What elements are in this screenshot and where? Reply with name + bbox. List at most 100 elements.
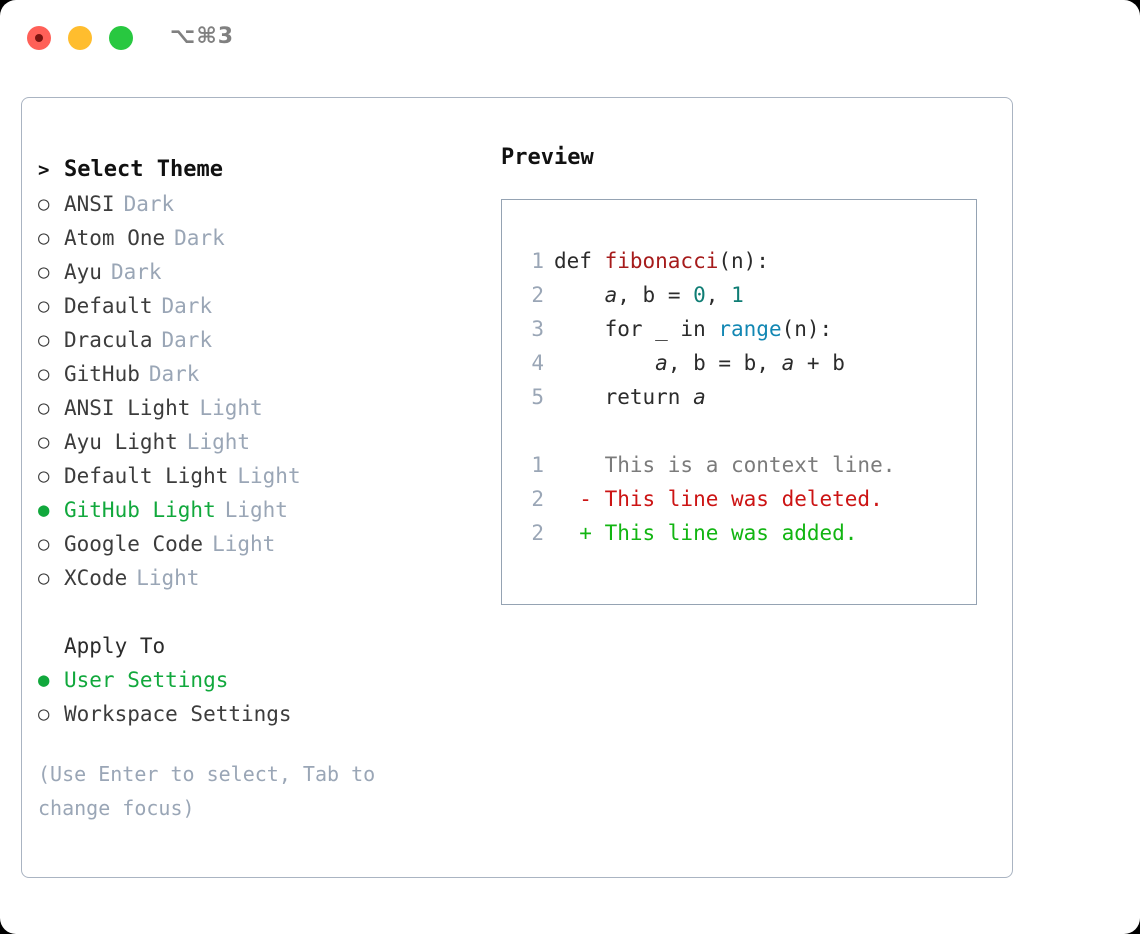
code-token: + b: [794, 351, 845, 375]
minimize-button[interactable]: [68, 26, 92, 50]
theme-name-label: Default: [64, 294, 153, 318]
theme-name-label: Default Light: [64, 464, 229, 488]
theme-name-label: GitHub Light: [64, 498, 216, 522]
theme-name-label: Ayu: [64, 260, 102, 284]
radio-unselected-icon: ○: [38, 397, 50, 419]
code-token: return: [554, 385, 694, 409]
apply-to-option[interactable]: ● User Settings: [38, 663, 478, 697]
theme-variant-badge: Light: [136, 566, 200, 590]
code-token: a: [781, 351, 795, 375]
code-token: range: [718, 317, 782, 341]
radio-unselected-icon: ○: [38, 227, 50, 249]
theme-list-item[interactable]: ○ Ayu Dark: [38, 255, 478, 289]
code-token: , b = b,: [667, 351, 782, 375]
theme-name-label: ANSI: [64, 192, 115, 216]
radio-unselected-icon: ○: [38, 533, 50, 555]
theme-list-item[interactable]: ○ Dracula Dark: [38, 323, 478, 357]
radio-unselected-icon: ○: [38, 465, 50, 487]
theme-list-item[interactable]: ○ XCode Light: [38, 561, 478, 595]
theme-variant-badge: Light: [237, 464, 301, 488]
code-line: 5 return a: [520, 380, 970, 414]
theme-list-item[interactable]: ○ Default Dark: [38, 289, 478, 323]
code-token: (n):: [781, 317, 833, 341]
diff-sample: 1 This is a context line.2 - This line w…: [520, 448, 970, 550]
theme-name-label: ANSI Light: [64, 396, 191, 420]
radio-unselected-icon: ○: [38, 431, 50, 453]
code-token: [554, 283, 605, 307]
theme-variant-badge: Dark: [148, 362, 200, 386]
theme-variant-badge: Dark: [110, 260, 162, 284]
line-number: 1: [531, 249, 544, 273]
diff-line: 2 - This line was deleted.: [520, 482, 970, 516]
radio-unselected-icon: ○: [38, 363, 50, 385]
code-token: 0: [693, 283, 706, 307]
diff-line: 2 + This line was added.: [520, 516, 970, 550]
keyboard-hint-text: (Use Enter to select, Tab to change focu…: [38, 762, 376, 820]
keyboard-shortcut-label: ⌥⌘3: [170, 24, 235, 49]
code-token: def: [554, 249, 605, 273]
code-token: ,: [705, 283, 732, 307]
theme-variant-badge: Dark: [161, 328, 213, 352]
code-token: fibonacci: [604, 249, 719, 273]
code-token: =: [655, 283, 694, 307]
code-token: ,: [617, 283, 643, 307]
theme-name-label: Google Code: [64, 532, 204, 556]
code-token: a: [604, 283, 618, 307]
theme-variant-badge: Dark: [161, 294, 213, 318]
theme-variant-badge: Dark: [174, 226, 225, 250]
code-token: a: [693, 385, 706, 409]
diff-text: + This line was added.: [554, 521, 858, 545]
theme-name-label: Dracula: [64, 328, 153, 352]
theme-variant-badge: Dark: [123, 192, 175, 216]
code-line: 2 a, b = 0, 1: [520, 278, 970, 312]
theme-variant-badge: Light: [199, 396, 263, 420]
radio-unselected-icon: ○: [38, 261, 50, 283]
radio-selected-icon: ●: [38, 499, 50, 521]
code-token: for _ in: [554, 317, 719, 341]
radio-selected-icon: ●: [38, 669, 50, 691]
radio-unselected-icon: ○: [38, 193, 50, 215]
close-button[interactable]: [27, 26, 51, 50]
traffic-lights: [27, 26, 133, 50]
apply-to-label: Workspace Settings: [64, 702, 292, 726]
diff-line: 1 This is a context line.: [520, 448, 970, 482]
code-token: [554, 351, 655, 375]
diff-text: - This line was deleted.: [554, 487, 883, 511]
code-line: 4 a, b = b, a + b: [520, 346, 970, 380]
theme-list-item[interactable]: ○ ANSI Light Light: [38, 391, 478, 425]
line-number: 2: [531, 521, 544, 545]
code-token: a: [655, 351, 668, 375]
apply-to-label: User Settings: [64, 668, 229, 692]
code-token: 1: [731, 283, 744, 307]
line-number: 1: [531, 453, 544, 477]
radio-unselected-icon: ○: [38, 703, 50, 725]
theme-list-item[interactable]: ○ ANSI Dark: [38, 187, 478, 221]
line-number: 4: [531, 351, 544, 375]
code-blank-line: [520, 414, 970, 448]
maximize-button[interactable]: [109, 26, 133, 50]
titlebar: ⌥⌘3: [0, 0, 1140, 78]
theme-list-item[interactable]: ● GitHub Light Light: [38, 493, 478, 527]
radio-unselected-icon: ○: [38, 567, 50, 589]
theme-variant-badge: Light: [224, 498, 288, 522]
apply-to-heading: Apply To: [64, 634, 166, 658]
theme-list-item[interactable]: ○ Default Light Light: [38, 459, 478, 493]
radio-unselected-icon: ○: [38, 295, 50, 317]
radio-unselected-icon: ○: [38, 329, 50, 351]
section-spacer: [38, 595, 478, 629]
code-token: b: [642, 283, 656, 307]
select-theme-heading: >Select Theme: [38, 153, 478, 187]
theme-name-label: XCode: [64, 566, 128, 590]
apply-to-option[interactable]: ○ Workspace Settings: [38, 697, 478, 731]
